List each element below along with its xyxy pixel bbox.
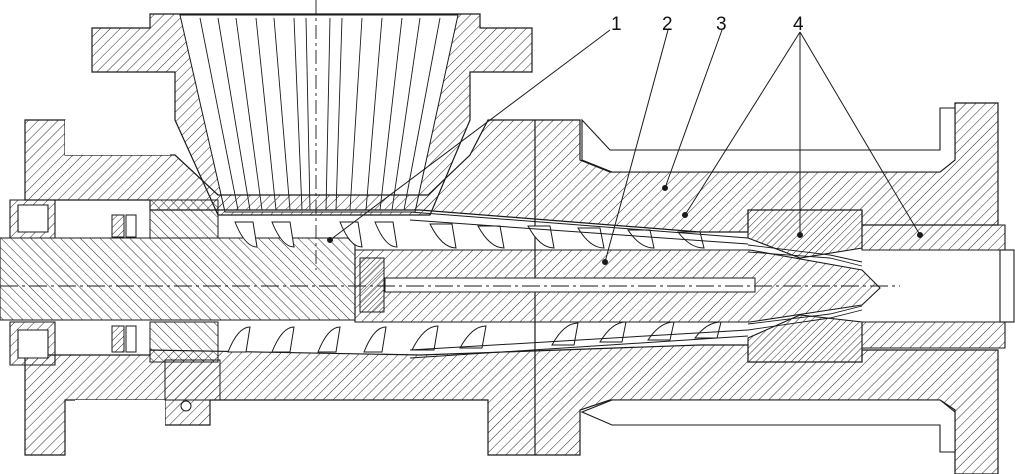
- die-inserts: [747, 209, 1015, 363]
- die-slits: [747, 244, 863, 331]
- callout-label-1: 1: [611, 14, 622, 35]
- callout-label-3: 3: [716, 14, 727, 35]
- screw-tip-bore: [359, 257, 756, 313]
- hopper-cone: [179, 14, 459, 213]
- callout-leaders: [327, 29, 923, 265]
- housing-upper-recesses: [65, 107, 956, 173]
- left-bearing-block: [9, 199, 56, 366]
- callout-label-2: 2: [662, 14, 673, 35]
- callout-label-4: 4: [793, 14, 804, 35]
- drain-plug: [164, 359, 221, 412]
- left-seal-rings: [111, 199, 219, 363]
- barrel-liner: [409, 211, 749, 359]
- screw-shaft: [0, 237, 881, 323]
- lower-screw-flights: [227, 321, 722, 353]
- housing-lower-recesses: [75, 399, 956, 453]
